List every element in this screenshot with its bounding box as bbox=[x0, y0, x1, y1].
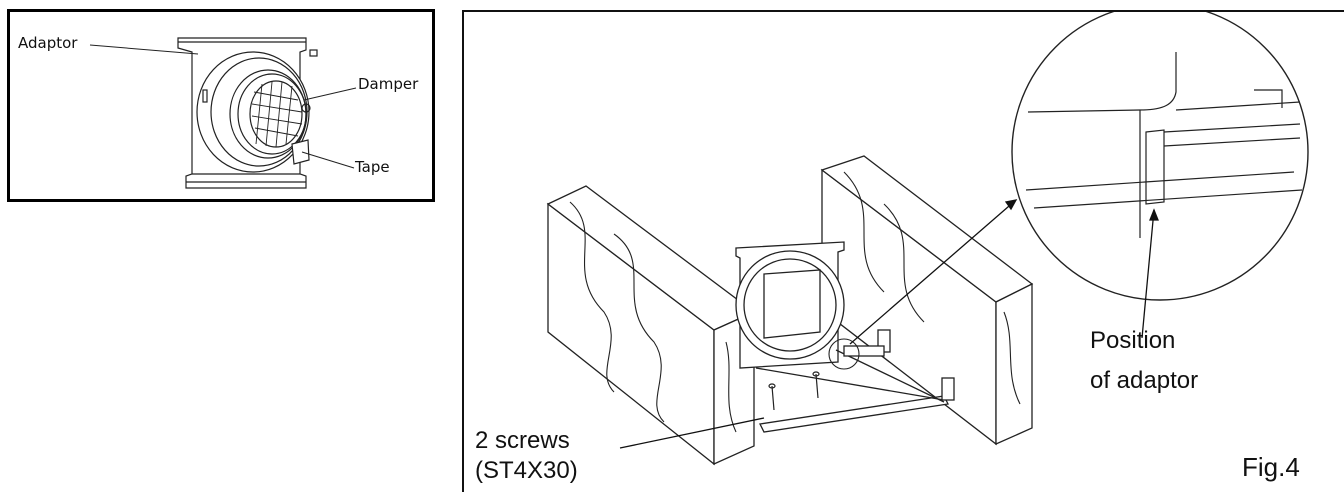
figure-number: Fig.4 bbox=[1242, 452, 1300, 482]
wall-installation-illustration bbox=[546, 12, 1309, 466]
screws-label-line1: 2 screws bbox=[475, 427, 570, 454]
adaptor-inset-panel: Adaptor Damper Tape bbox=[7, 9, 435, 202]
adaptor-label: Adaptor bbox=[18, 34, 78, 52]
position-label-line1: Position bbox=[1090, 327, 1176, 354]
tape-label: Tape bbox=[355, 158, 390, 176]
position-label-line2: of adaptor bbox=[1090, 367, 1199, 394]
installation-figure-panel: 2 screws (ST4X30) Position of adaptor Fi… bbox=[462, 10, 1344, 492]
damper-label: Damper bbox=[358, 75, 419, 93]
screws-label-line2: (ST4X30) bbox=[475, 457, 578, 484]
adaptor-inset-illustration bbox=[89, 37, 357, 189]
